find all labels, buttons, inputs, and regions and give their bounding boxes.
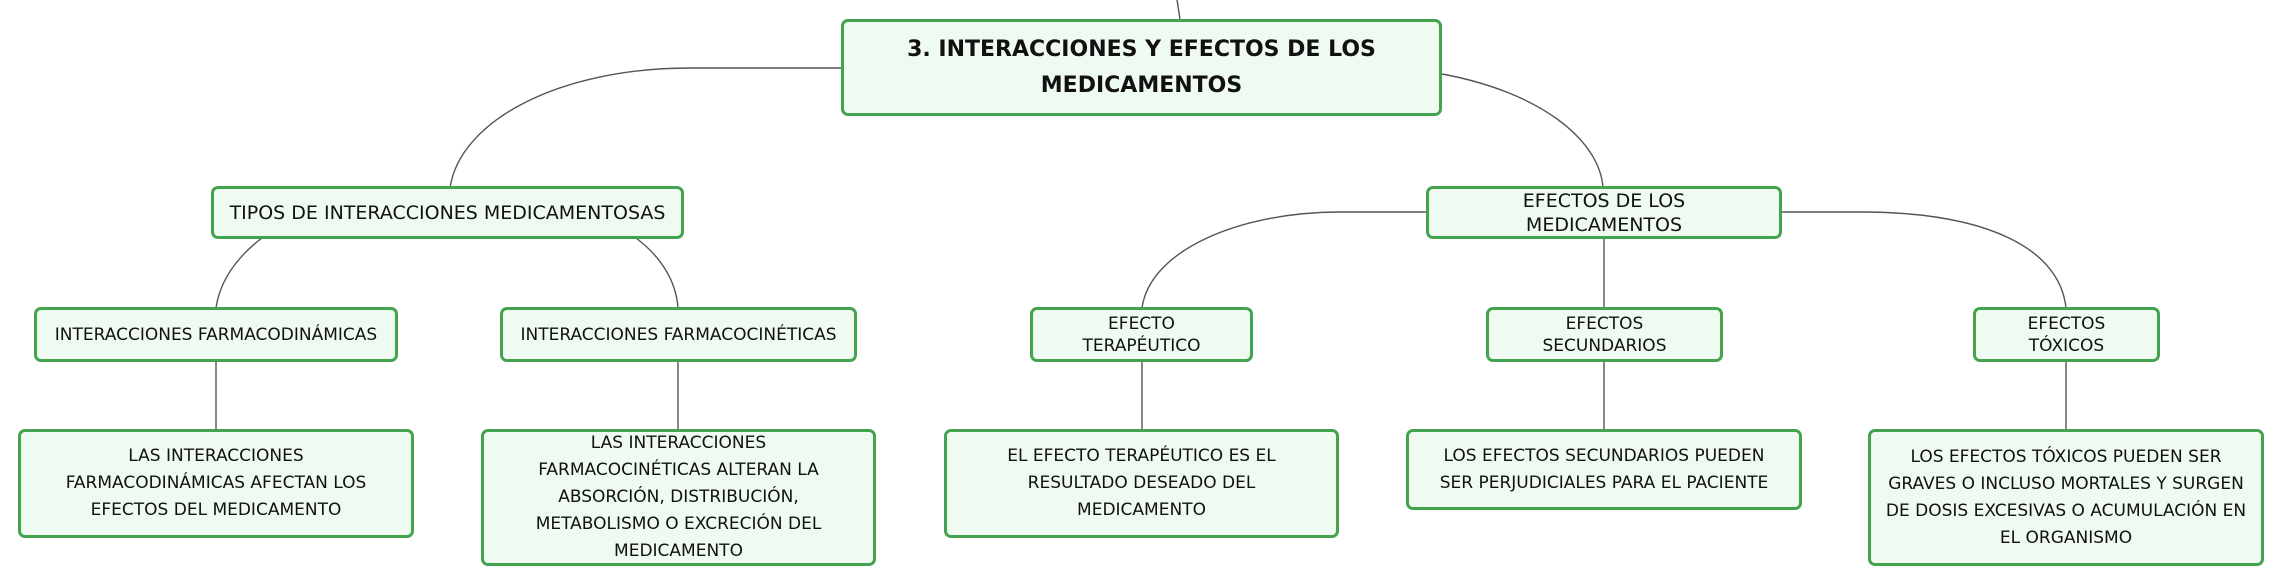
branch-tipos-interacciones[interactable]: TIPOS DE INTERACCIONES MEDICAMENTOSAS bbox=[211, 186, 684, 239]
connector-root-to-tipos bbox=[449, 67, 844, 189]
node-label: EFECTO TERAPÉUTICO bbox=[1082, 313, 1201, 356]
connector-efectos-to-terapeutico bbox=[1141, 211, 1426, 309]
detail-text: LOS EFECTOS SECUNDARIOS PUEDEN SER PERJU… bbox=[1439, 445, 1769, 493]
node-label: EFECTOS SECUNDARIOS bbox=[1542, 313, 1667, 356]
detail-toxicos[interactable]: LOS EFECTOS TÓXICOS PUEDEN SER GRAVES O … bbox=[1868, 429, 2264, 566]
node-label: INTERACCIONES FARMACOCINÉTICAS bbox=[520, 324, 837, 345]
root-node[interactable]: 3. INTERACCIONES Y EFECTOS DE LOS MEDICA… bbox=[841, 19, 1442, 116]
connector-tipos-to-farmacodinamicas bbox=[215, 237, 263, 309]
detail-farmacodinamicas[interactable]: LAS INTERACCIONES FARMACODINÁMICAS AFECT… bbox=[18, 429, 414, 538]
detail-terapeutico[interactable]: EL EFECTO TERAPÉUTICO ES EL RESULTADO DE… bbox=[944, 429, 1339, 538]
detail-text: LAS INTERACCIONES FARMACODINÁMICAS AFECT… bbox=[65, 446, 367, 520]
connector-root-to-efectos bbox=[1441, 73, 1604, 189]
node-interacciones-farmacodinamicas[interactable]: INTERACCIONES FARMACODINÁMICAS bbox=[34, 307, 398, 362]
branch-label: TIPOS DE INTERACCIONES MEDICAMENTOSAS bbox=[229, 201, 666, 224]
node-label: EFECTOS TÓXICOS bbox=[2027, 313, 2106, 356]
node-efectos-secundarios[interactable]: EFECTOS SECUNDARIOS bbox=[1486, 307, 1723, 362]
detail-text: EL EFECTO TERAPÉUTICO ES EL RESULTADO DE… bbox=[1007, 446, 1276, 520]
branch-label: EFECTOS DE LOS MEDICAMENTOS bbox=[1522, 189, 1686, 236]
detail-secundarios[interactable]: LOS EFECTOS SECUNDARIOS PUEDEN SER PERJU… bbox=[1406, 429, 1802, 510]
node-efectos-toxicos[interactable]: EFECTOS TÓXICOS bbox=[1973, 307, 2160, 362]
detail-text: LAS INTERACCIONES FARMACOCINÉTICAS ALTER… bbox=[535, 433, 822, 561]
connector-top-stub bbox=[1176, 0, 1181, 21]
detail-text: LOS EFECTOS TÓXICOS PUEDEN SER GRAVES O … bbox=[1885, 446, 2247, 548]
node-label: INTERACCIONES FARMACODINÁMICAS bbox=[54, 324, 378, 345]
connector-tipos-to-farmacocineticas bbox=[635, 237, 679, 309]
detail-farmacocineticas[interactable]: LAS INTERACCIONES FARMACOCINÉTICAS ALTER… bbox=[481, 429, 876, 566]
connector-efectos-to-toxicos bbox=[1782, 211, 2067, 309]
root-label: 3. INTERACCIONES Y EFECTOS DE LOS MEDICA… bbox=[907, 36, 1376, 98]
branch-efectos-medicamentos[interactable]: EFECTOS DE LOS MEDICAMENTOS bbox=[1426, 186, 1782, 239]
node-efecto-terapeutico[interactable]: EFECTO TERAPÉUTICO bbox=[1030, 307, 1253, 362]
node-interacciones-farmacocineticas[interactable]: INTERACCIONES FARMACOCINÉTICAS bbox=[500, 307, 857, 362]
